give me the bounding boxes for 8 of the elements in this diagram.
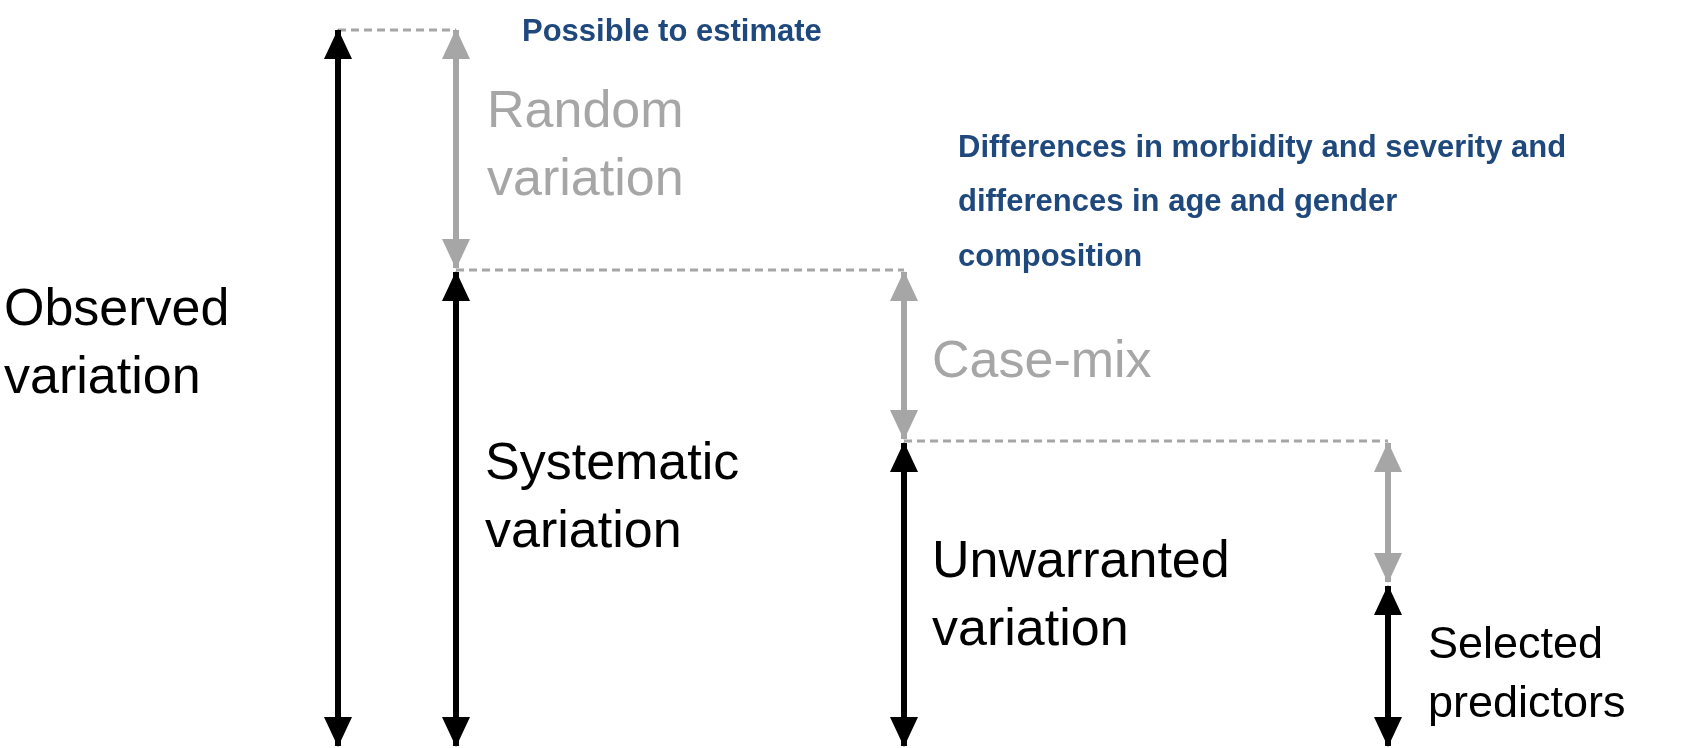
variation-label: Random variation	[487, 79, 685, 208]
variation-label: Selected predictors	[1428, 616, 1627, 729]
note-text: Possible to estimate	[522, 12, 823, 50]
variation-label: Unwarranted variation	[932, 529, 1231, 658]
variation-label: Case-mix	[932, 329, 1153, 390]
variation-label: Systematic variation	[485, 431, 741, 560]
note-text: Differences in morbidity and severity and differences in age and gender composition	[958, 128, 1568, 275]
variation-label: Observed variation	[4, 277, 231, 406]
